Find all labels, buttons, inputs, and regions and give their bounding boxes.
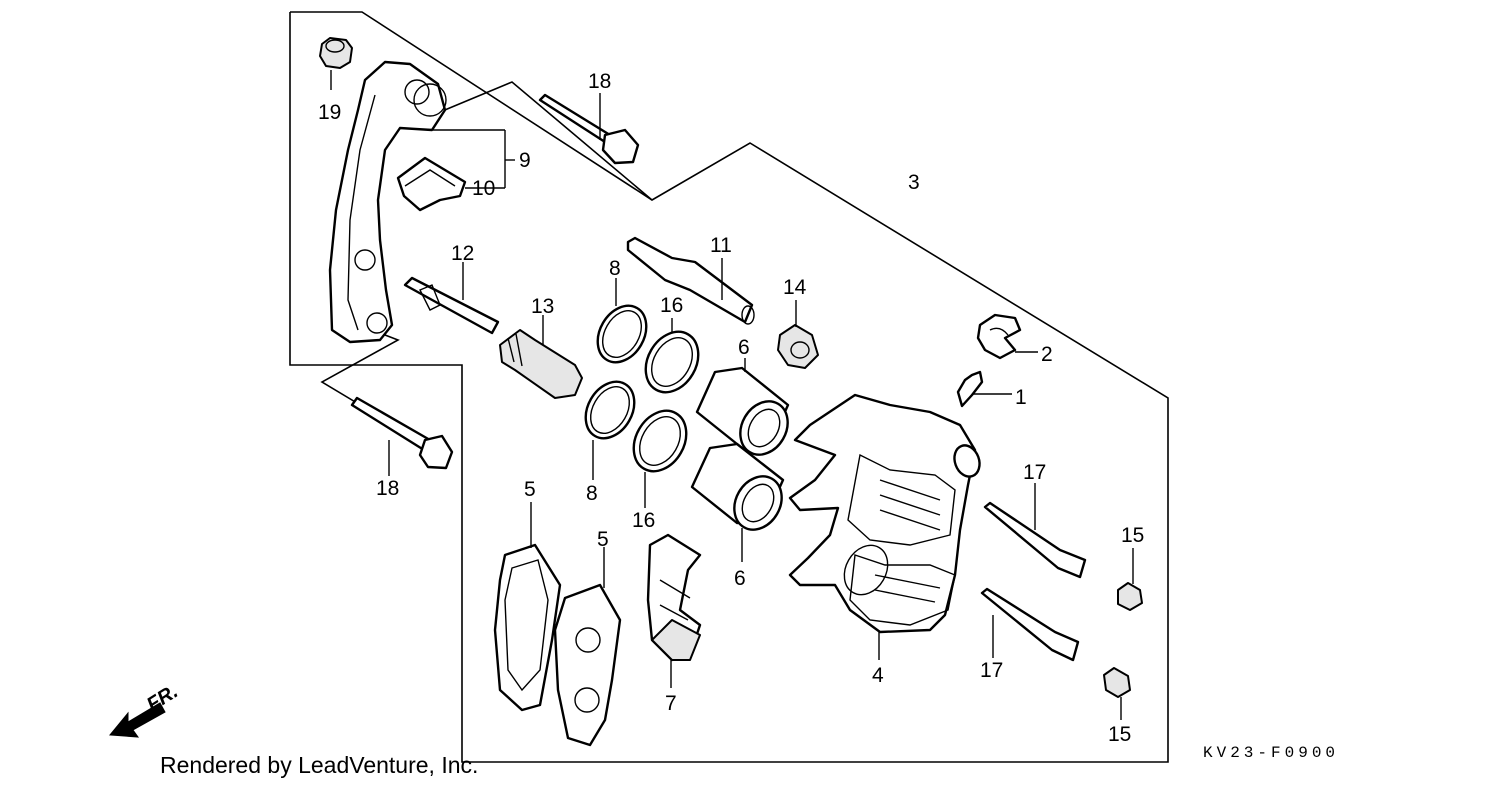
part-17-pad-pin-upper[interactable] bbox=[983, 483, 1087, 579]
part-10-pad-spring[interactable] bbox=[396, 156, 505, 212]
label-5-inner[interactable]: 5 bbox=[597, 528, 609, 551]
part-6-piston-upper[interactable] bbox=[695, 358, 797, 463]
part-8-piston-seal-lower[interactable] bbox=[576, 373, 644, 480]
label-16-upper[interactable]: 16 bbox=[660, 294, 683, 317]
label-17-upper[interactable]: 17 bbox=[1023, 461, 1046, 484]
label-17-lower[interactable]: 17 bbox=[980, 659, 1003, 682]
label-15-lower[interactable]: 15 bbox=[1108, 723, 1131, 746]
credit-text: Rendered by LeadVenture, Inc. bbox=[160, 752, 479, 778]
label-15-upper[interactable]: 15 bbox=[1121, 524, 1144, 547]
assembly-boundary bbox=[289, 11, 1169, 763]
part-15-plug-lower[interactable] bbox=[1103, 667, 1131, 720]
part-15-plug-upper[interactable] bbox=[1117, 548, 1143, 611]
part-19-nut[interactable] bbox=[319, 37, 353, 90]
label-12[interactable]: 12 bbox=[451, 242, 474, 265]
part-18-upper-bolt[interactable] bbox=[538, 93, 640, 165]
part-11-pin-bolt[interactable] bbox=[626, 236, 755, 325]
part-17-pad-pin-lower[interactable] bbox=[980, 587, 1080, 662]
label-9[interactable]: 9 bbox=[519, 149, 531, 172]
part-2-bleeder-cap[interactable] bbox=[976, 313, 1038, 360]
part-5-brake-pad-outer[interactable] bbox=[493, 502, 562, 712]
part-9-caliper-bracket[interactable] bbox=[328, 60, 515, 344]
label-4[interactable]: 4 bbox=[872, 664, 884, 687]
label-18-lower[interactable]: 18 bbox=[376, 477, 399, 500]
part-13-boot[interactable] bbox=[499, 315, 583, 399]
label-6-lower[interactable]: 6 bbox=[734, 567, 746, 590]
part-labels: 19 18 9 10 3 11 12 8 14 13 16 6 2 1 17 1… bbox=[318, 70, 1144, 746]
label-5-outer[interactable]: 5 bbox=[524, 478, 536, 501]
label-10[interactable]: 10 bbox=[472, 177, 495, 200]
drawing-code: KV23-F0900 bbox=[1203, 744, 1340, 762]
part-6-piston-lower[interactable] bbox=[690, 442, 791, 562]
part-7-pad-shim[interactable] bbox=[646, 533, 702, 688]
part-12-pin-bolt[interactable] bbox=[403, 262, 500, 335]
label-1[interactable]: 1 bbox=[1015, 386, 1027, 409]
label-8-upper[interactable]: 8 bbox=[609, 257, 621, 280]
label-16-lower[interactable]: 16 bbox=[632, 509, 655, 532]
part-18-lower-bolt[interactable] bbox=[350, 396, 454, 476]
label-8-lower[interactable]: 8 bbox=[586, 482, 598, 505]
part-8-piston-seal-upper[interactable] bbox=[588, 278, 656, 371]
part-16-dust-seal-upper[interactable] bbox=[635, 318, 709, 402]
front-direction-arrow: FR. bbox=[109, 681, 182, 738]
label-6-upper[interactable]: 6 bbox=[738, 336, 750, 359]
part-1-bleeder-screw[interactable] bbox=[956, 370, 1012, 408]
part-16-dust-seal-lower[interactable] bbox=[623, 401, 697, 508]
label-11[interactable]: 11 bbox=[710, 234, 732, 257]
label-7[interactable]: 7 bbox=[665, 692, 677, 715]
label-13[interactable]: 13 bbox=[531, 295, 554, 318]
label-19[interactable]: 19 bbox=[318, 101, 341, 124]
label-2[interactable]: 2 bbox=[1041, 343, 1053, 366]
label-3[interactable]: 3 bbox=[908, 171, 920, 194]
part-4-caliper-body[interactable] bbox=[788, 393, 984, 660]
label-14[interactable]: 14 bbox=[783, 276, 807, 299]
part-14-bleeder-cap[interactable] bbox=[777, 300, 819, 369]
label-18-upper[interactable]: 18 bbox=[588, 70, 611, 93]
part-5-brake-pad-inner[interactable] bbox=[553, 547, 622, 747]
